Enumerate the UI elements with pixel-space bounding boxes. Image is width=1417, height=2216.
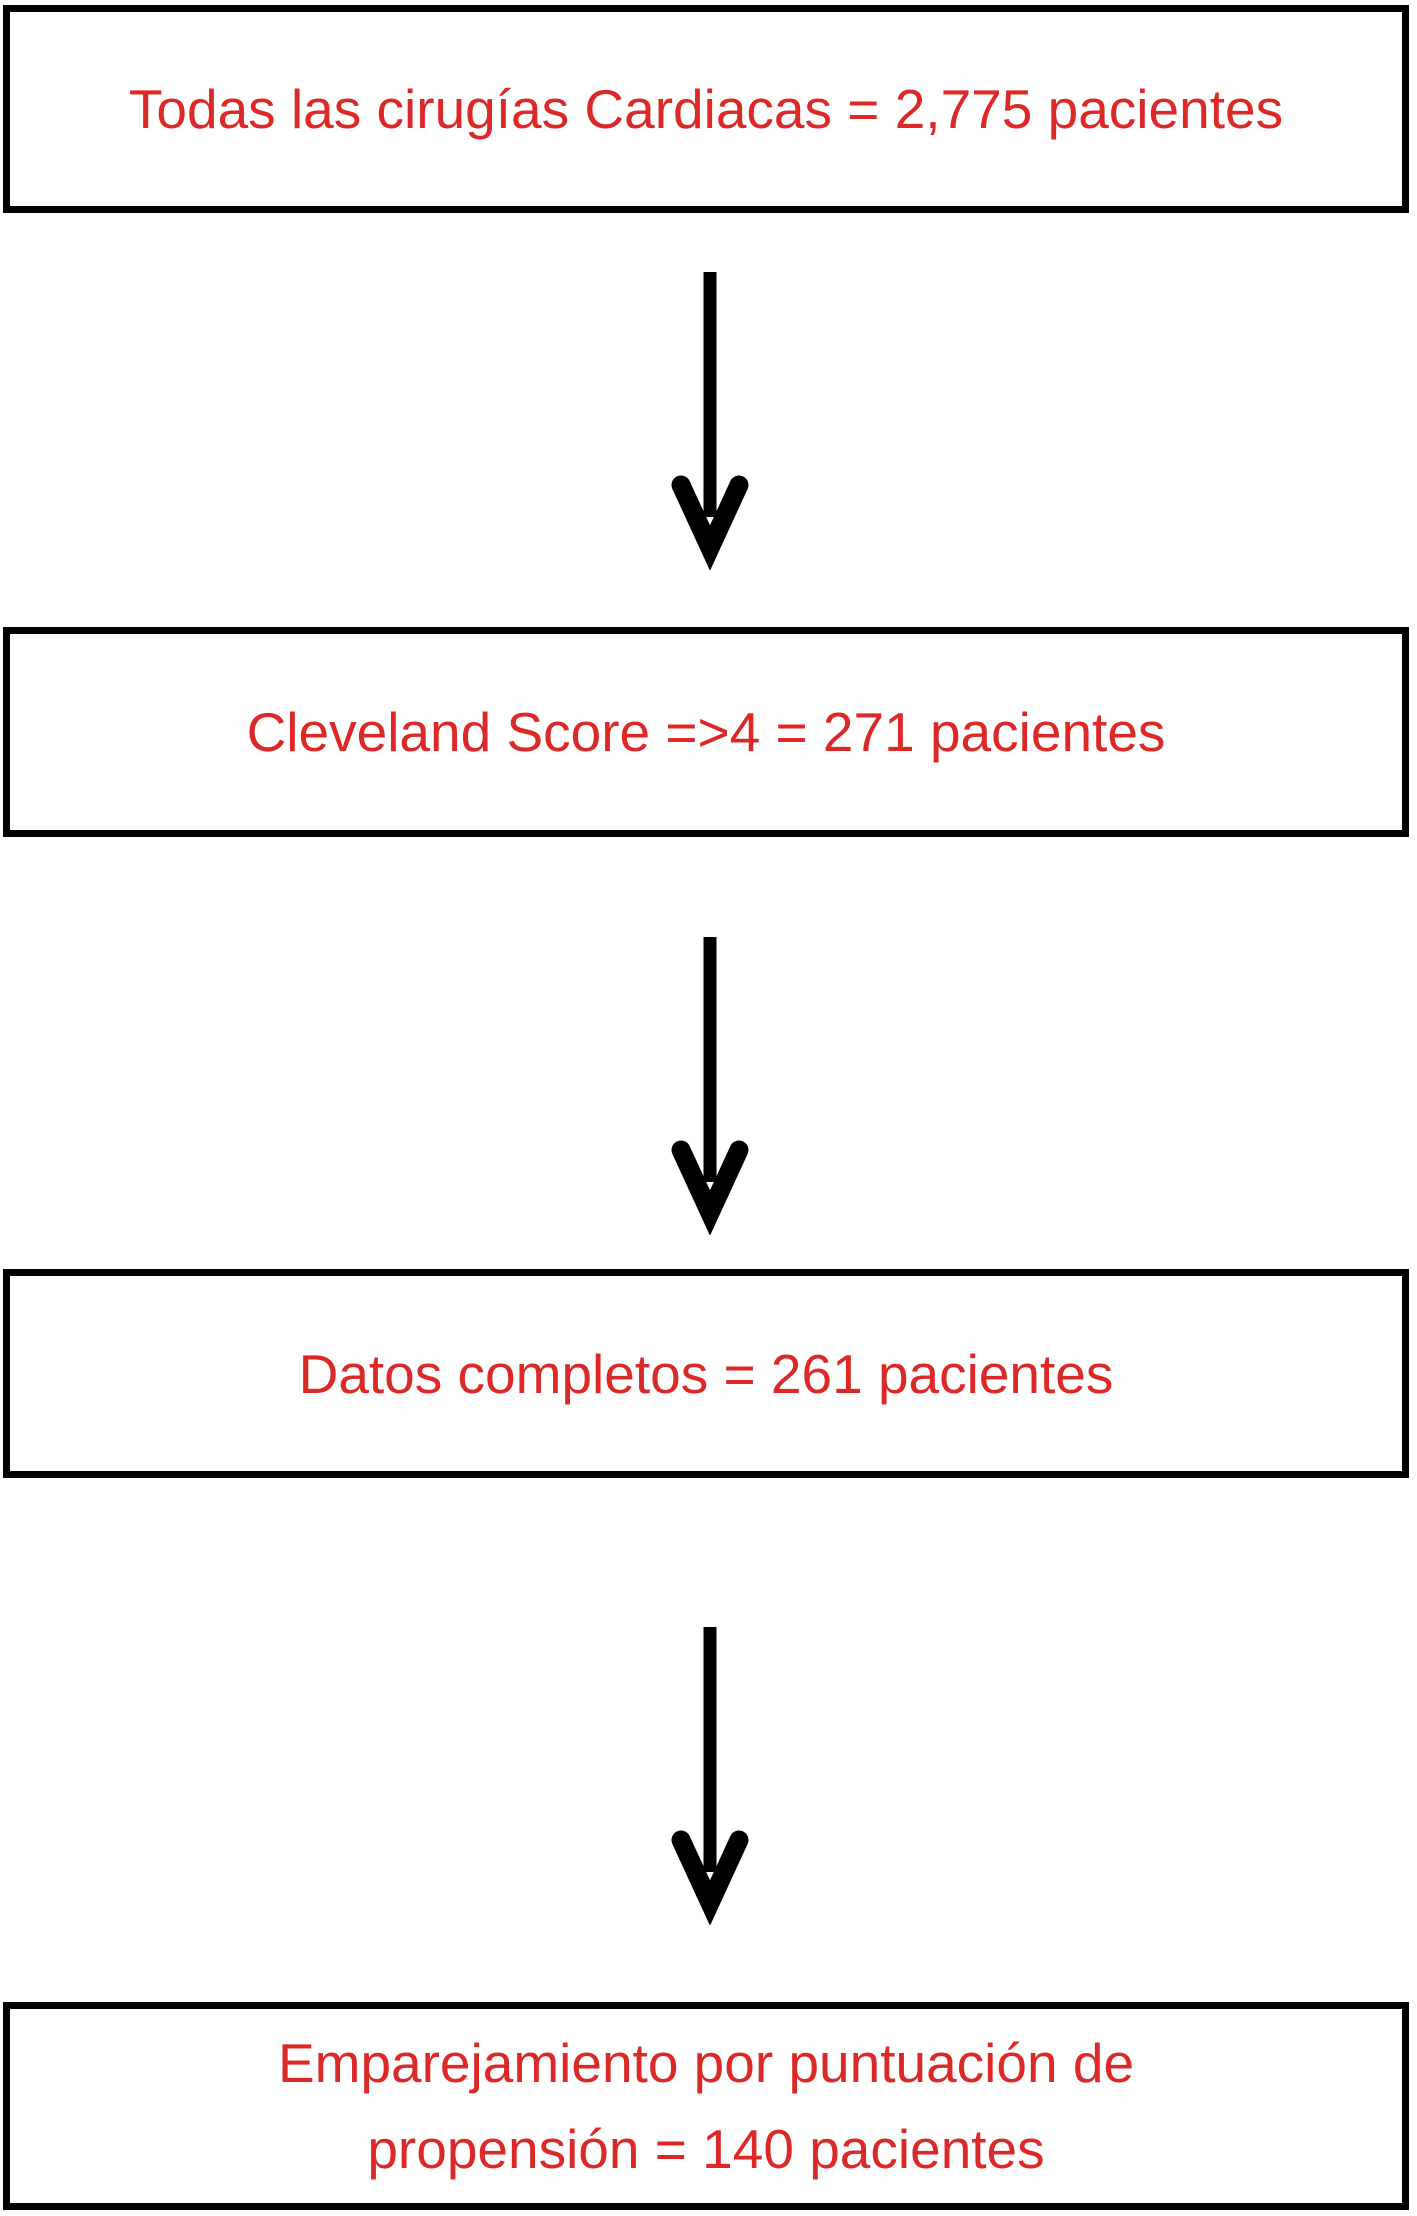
flow-box-label-line-2: propensión = 140 pacientes xyxy=(367,2118,1045,2180)
down-arrow-icon xyxy=(671,937,749,1235)
flow-box-cleveland-score: Cleveland Score =>4 = 271 pacientes xyxy=(3,627,1409,837)
flow-box-label: Todas las cirugías Cardiacas = 2,775 pac… xyxy=(128,78,1284,140)
down-arrow-icon xyxy=(671,1627,749,1925)
flow-box-complete-data: Datos completos = 261 pacientes xyxy=(3,1269,1409,1478)
down-arrow-icon xyxy=(671,272,749,570)
flow-box-label: Cleveland Score =>4 = 271 pacientes xyxy=(246,701,1166,763)
flow-box-label-line-1: Emparejamiento por puntuación de xyxy=(277,2032,1135,2094)
flow-box-label: Datos completos = 261 pacientes xyxy=(298,1342,1114,1405)
flow-box-all-cardiac-surgeries: Todas las cirugías Cardiacas = 2,775 pac… xyxy=(3,5,1409,213)
flow-box-propensity-matching: Emparejamiento por puntuación de propens… xyxy=(3,2002,1409,2210)
